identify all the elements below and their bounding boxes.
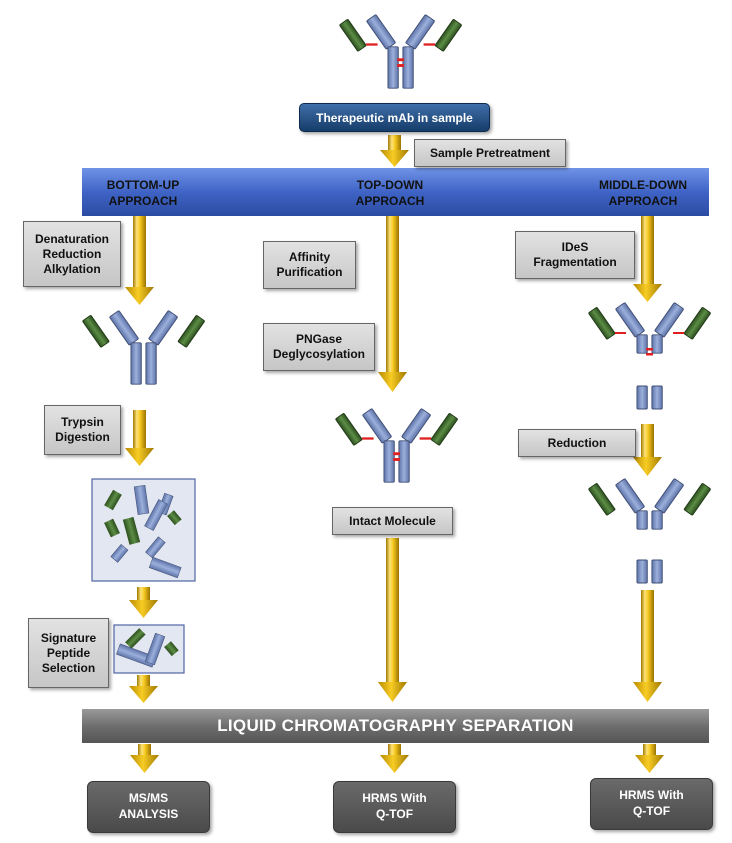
arrow-bottom-up-2 bbox=[125, 410, 154, 466]
arrow-middle-down-3 bbox=[633, 590, 662, 702]
arrow-output-right bbox=[635, 744, 664, 773]
arrow-bottom-up-4 bbox=[129, 675, 158, 703]
reduced-fragment-antibody-icon bbox=[587, 477, 712, 584]
top-down-heading: TOP-DOWN APPROACH bbox=[355, 178, 425, 209]
hrms-center-box: HRMS With Q-TOF bbox=[333, 781, 456, 833]
intact-molecule-box: Intact Molecule bbox=[332, 507, 453, 535]
ides-fragmentation-box: IDeS Fragmentation bbox=[515, 231, 635, 279]
denatured-antibody-icon bbox=[81, 309, 206, 385]
hrms-right-box: HRMS With Q-TOF bbox=[590, 778, 713, 830]
arrow-top bbox=[380, 135, 409, 167]
signature-peptide-panel bbox=[113, 624, 185, 674]
approach-bar bbox=[82, 168, 709, 216]
arrow-middle-down-2 bbox=[633, 424, 662, 476]
therapeutic-mab-text: Therapeutic mAb in sample bbox=[316, 110, 473, 125]
trypsin-digestion-box: Trypsin Digestion bbox=[44, 405, 121, 455]
sample-pretreatment-box: Sample Pretreatment bbox=[414, 139, 566, 167]
therapeutic-mab-icon bbox=[338, 13, 463, 90]
bottom-up-heading: BOTTOM-UP APPROACH bbox=[106, 178, 180, 209]
pngase-box: PNGase Deglycosylation bbox=[263, 323, 375, 371]
arrow-output-center bbox=[380, 744, 409, 773]
deglycosylated-antibody-icon bbox=[334, 407, 459, 484]
middle-down-heading: MIDDLE-DOWN APPROACH bbox=[599, 178, 687, 209]
lc-separation-bar bbox=[82, 709, 709, 743]
peptide-digest-panel bbox=[91, 478, 196, 582]
affinity-purification-box: Affinity Purification bbox=[263, 241, 356, 289]
msms-analysis-box: MS/MS ANALYSIS bbox=[87, 781, 210, 833]
lc-separation-label: LIQUID CHROMATOGRAPHY SEPARATION bbox=[217, 716, 574, 735]
reduction-box: Reduction bbox=[518, 429, 636, 457]
sample-pretreatment-text: Sample Pretreatment bbox=[429, 145, 551, 160]
arrow-top-down-1 bbox=[378, 216, 407, 392]
arrow-output-left bbox=[130, 744, 159, 773]
signature-peptide-box: Signature Peptide Selection bbox=[28, 618, 109, 688]
arrow-middle-down-1 bbox=[633, 216, 662, 302]
therapeutic-mab-label: Therapeutic mAb in sample bbox=[299, 103, 490, 132]
arrow-top-down-2 bbox=[378, 538, 407, 702]
ides-fragment-antibody-icon bbox=[587, 301, 712, 410]
arrow-bottom-up-1 bbox=[125, 216, 154, 305]
arrow-bottom-up-3 bbox=[129, 587, 158, 618]
denaturation-box: Denaturation Reduction Alkylation bbox=[23, 221, 121, 287]
